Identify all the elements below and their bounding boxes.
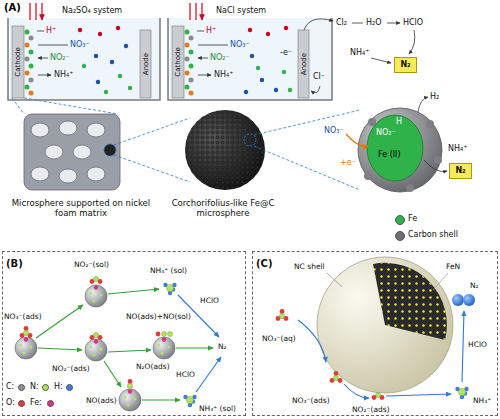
panel-letter: (A) — [4, 2, 21, 14]
legend-text: O: — [6, 398, 15, 408]
species-label: Na₂SO₄ system — [62, 6, 122, 16]
species-label: NO₃⁻(ads) — [4, 312, 42, 321]
species-label: NO(ads) — [86, 396, 117, 405]
species-label: NO₃⁻(aq) — [262, 334, 296, 343]
species-label: Cl⁻ — [313, 72, 325, 82]
electrode-label: Cathode — [174, 47, 182, 76]
legend-swatch — [47, 400, 54, 407]
species-label: H₂O — [366, 18, 382, 28]
species-label: NO₂⁻ — [376, 128, 396, 138]
species-label: NO₂⁻(ads) — [52, 364, 90, 373]
species-label: NO₂⁻ — [50, 53, 70, 63]
species-text: N₂ — [395, 59, 416, 71]
species-label: FeN — [446, 262, 460, 271]
legend-swatch — [66, 384, 73, 391]
species-label: NH₄⁺ — [214, 70, 233, 80]
product-box: N₂ — [394, 57, 417, 73]
species-label: NO₃⁻ — [324, 126, 344, 136]
legend-swatch — [42, 384, 49, 391]
species-label: NO₂⁻(ads) — [352, 405, 390, 414]
species-label: NO₃⁻ — [70, 40, 90, 50]
electrode-label: Anode — [299, 53, 307, 75]
species-label: -e⁻ — [280, 48, 292, 58]
panel-frame: (C) — [252, 251, 498, 416]
species-label: N₂O(ads) — [136, 362, 170, 371]
species-label: H⁺ — [206, 26, 216, 36]
species-label: Microsphere supported on nickel foam mat… — [6, 198, 156, 218]
legend-text: N: — [30, 382, 39, 392]
species-label: NH₄⁺ — [54, 70, 73, 80]
legend-text: Fe — [408, 214, 417, 224]
species-label: NH₄⁺ (sol) — [150, 266, 187, 275]
species-label: NO₂⁻(sol) — [74, 260, 109, 269]
electrode-label: Anode — [141, 53, 149, 75]
species-label: NH₄⁺ — [350, 48, 369, 58]
species-label: HClO — [200, 296, 219, 305]
legend-text: Carbon shell — [408, 230, 458, 240]
species-label: NO(ads)+NO(sol) — [126, 312, 191, 321]
legend-swatch — [395, 215, 405, 225]
species-label: H — [396, 117, 402, 127]
species-label: NO₃⁻(ads) — [292, 396, 330, 405]
species-label: NO₃⁻ — [230, 40, 250, 50]
species-text: N₂ — [450, 165, 471, 177]
species-label: HClO — [468, 340, 487, 349]
species-label: H₂ — [430, 92, 439, 102]
product-box: N₂ — [449, 163, 472, 179]
species-label: NC shell — [294, 262, 325, 271]
species-label: N₂ — [470, 281, 479, 290]
legend-text: H: — [54, 382, 63, 392]
legend-text: C: — [6, 382, 14, 392]
panel-letter: (C) — [256, 258, 272, 270]
species-label: H⁺ — [46, 26, 56, 36]
species-label: Fe (II) — [378, 150, 401, 160]
species-label: NH₄⁺ (sol) — [199, 404, 236, 413]
species-label: Corchorifolius-like Fe@C microsphere — [158, 198, 288, 218]
species-label: HClO — [176, 370, 195, 379]
legend-swatch — [18, 400, 25, 407]
species-label: NaCl system — [216, 6, 266, 16]
species-label: N₂ — [218, 342, 227, 351]
species-label: NO₂⁻ — [210, 53, 230, 63]
species-label: NH₄⁺ — [473, 396, 491, 405]
species-label: NH₄⁺ — [448, 144, 467, 154]
legend-swatch — [395, 231, 405, 241]
electrode-label: Cathode — [14, 47, 22, 76]
panel-letter: (B) — [6, 258, 23, 270]
species-label: HClO — [403, 18, 423, 28]
species-label: Cl₂ — [336, 18, 347, 28]
legend-swatch — [18, 384, 25, 391]
legend-text: Fe: — [30, 398, 42, 408]
species-label: +e⁻ — [340, 158, 356, 168]
panel-frame: (B) — [2, 251, 246, 416]
